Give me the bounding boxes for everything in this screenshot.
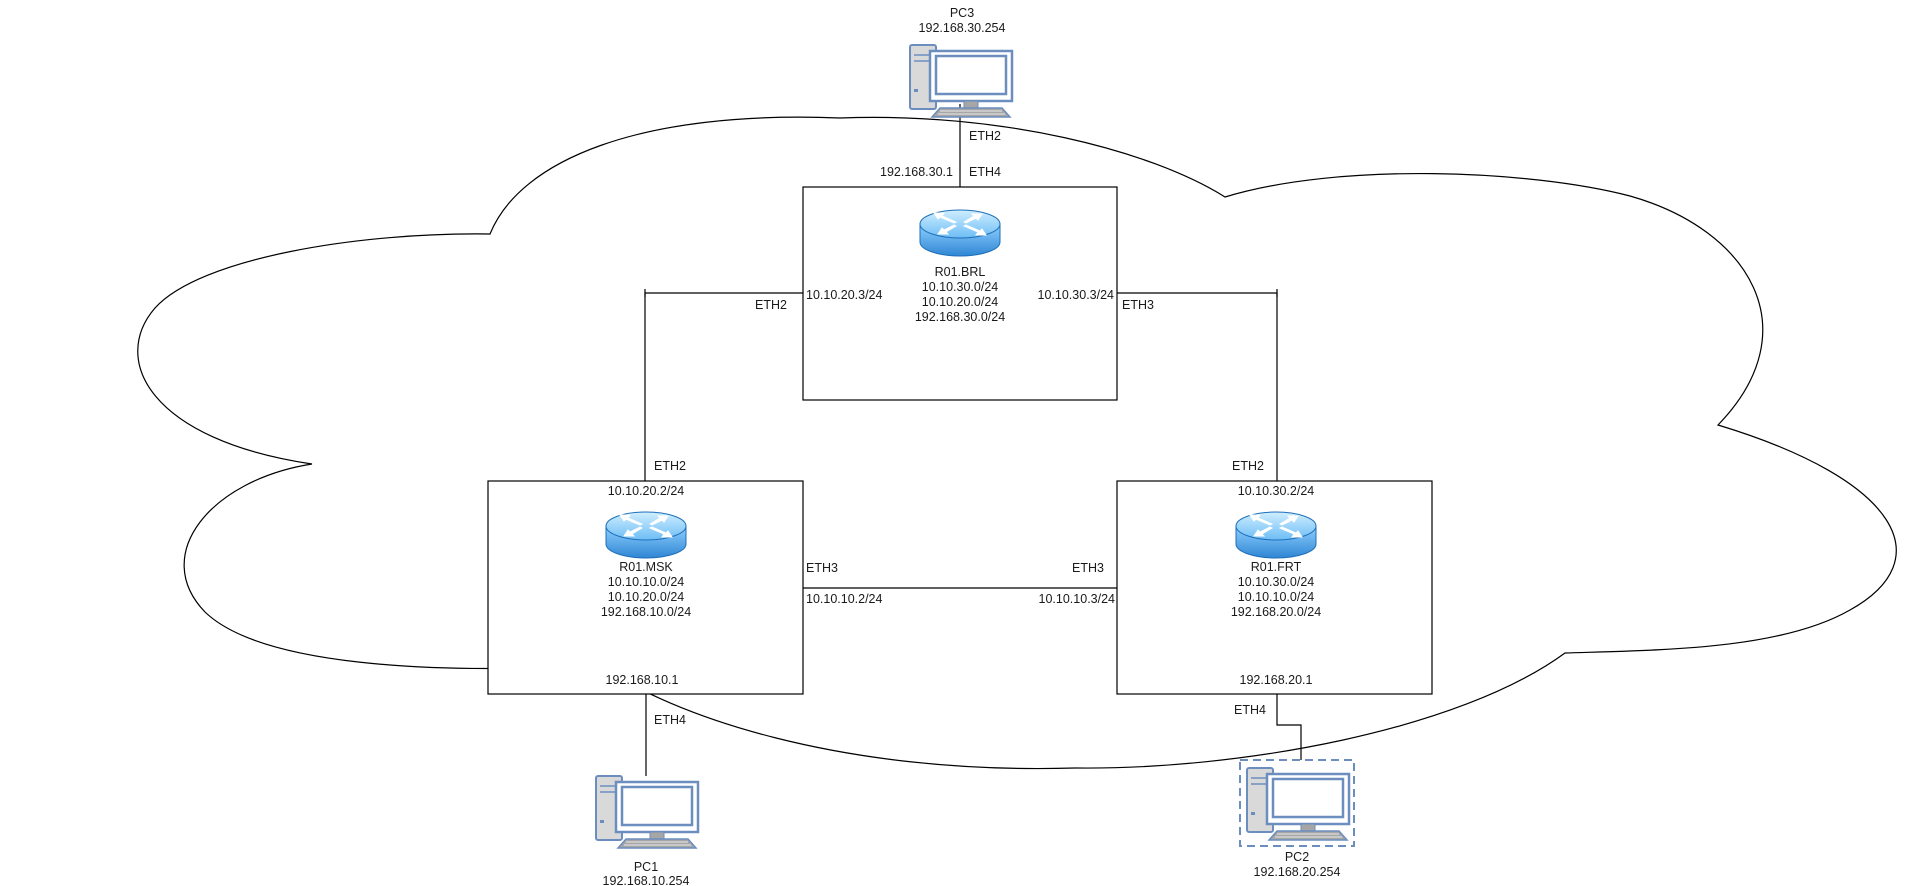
router-route: 10.10.20.0/24 (922, 295, 999, 309)
interface-ip: 10.10.20.2/24 (608, 484, 685, 498)
pc-name: PC1 (634, 860, 658, 874)
router-route: 192.168.10.0/24 (601, 605, 691, 619)
pc-name: PC2 (1285, 850, 1309, 864)
pc-name: PC3 (950, 6, 974, 20)
router-icon (1235, 511, 1317, 559)
link-frt-pc2 (1276, 694, 1302, 760)
interface-label: ETH3 (806, 561, 838, 575)
router-route: 10.10.20.0/24 (608, 590, 685, 604)
router-route: 10.10.30.0/24 (1238, 575, 1315, 589)
interface-label: ETH2 (654, 459, 686, 473)
interface-ip: 10.10.10.2/24 (806, 592, 883, 606)
interface-label: ETH3 (1122, 298, 1154, 312)
interface-ip: 10.10.30.2/24 (1238, 484, 1315, 498)
interface-label: ETH4 (969, 165, 1001, 179)
pc-ip: 192.168.30.254 (919, 21, 1006, 35)
pc-ip: 192.168.10.254 (603, 874, 690, 886)
router-route: 10.10.10.0/24 (608, 575, 685, 589)
router-name: R01.BRL (935, 265, 986, 279)
router-route: 10.10.10.0/24 (1238, 590, 1315, 604)
gateway-ip: 192.168.10.1 (606, 673, 679, 687)
interface-ip: 10.10.10.3/24 (1039, 592, 1116, 606)
interface-label: ETH3 (1072, 561, 1104, 575)
pc-ip: 192.168.20.254 (1254, 865, 1341, 879)
router-route: 192.168.30.0/24 (915, 310, 1005, 324)
gateway-ip: 192.168.30.1 (880, 165, 953, 179)
pc-icon[interactable] (908, 43, 1014, 119)
interface-ip: 10.10.20.3/24 (806, 288, 883, 302)
interface-label: ETH4 (1234, 703, 1266, 717)
router-name: R01.MSK (619, 560, 673, 574)
pc-icon[interactable] (594, 774, 700, 850)
interface-label: ETH2 (969, 129, 1001, 143)
selection-box (1239, 759, 1355, 847)
interface-ip: 10.10.30.3/24 (1038, 288, 1115, 302)
interface-label: ETH4 (654, 713, 686, 727)
router-name: R01.FRT (1251, 560, 1302, 574)
interface-label: ETH2 (755, 298, 787, 312)
router-route: 10.10.30.0/24 (922, 280, 999, 294)
router-route: 192.168.20.0/24 (1231, 605, 1321, 619)
pc-icon[interactable] (1245, 766, 1351, 842)
interface-label: ETH2 (1232, 459, 1264, 473)
router-icon (605, 511, 687, 559)
gateway-ip: 192.168.20.1 (1240, 673, 1313, 687)
router-icon (919, 209, 1001, 257)
